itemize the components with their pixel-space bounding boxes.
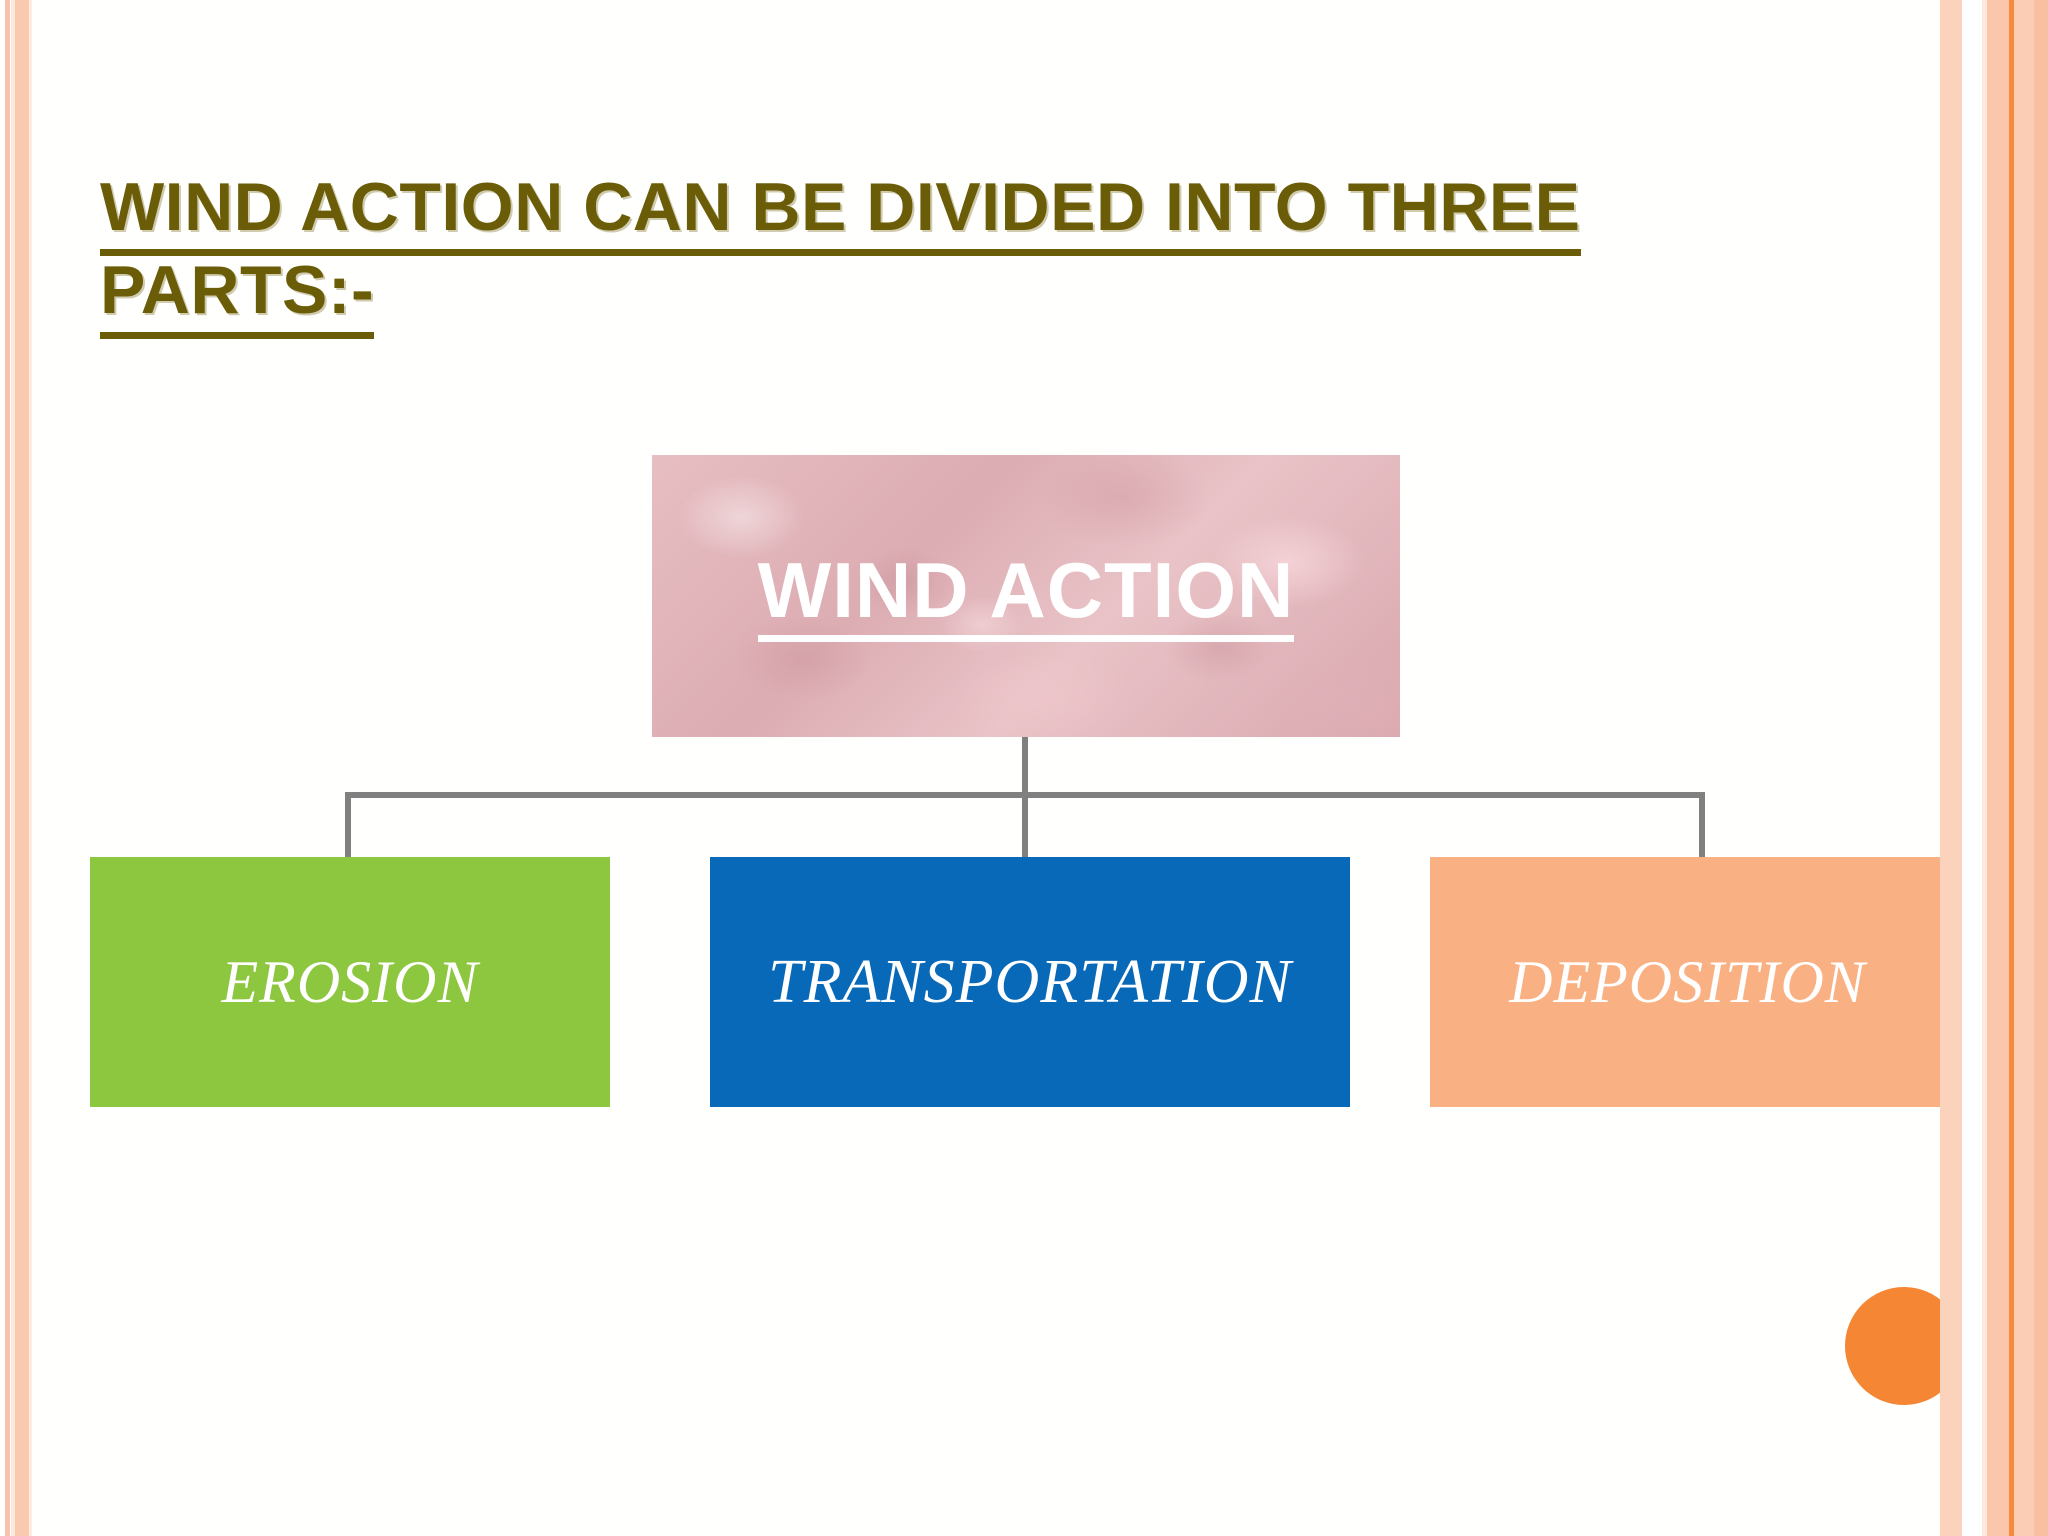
slide-title: WIND ACTION CAN BE DIVIDED INTO THREE PA… [100, 166, 1860, 339]
connector-drop-deposition [1699, 792, 1705, 858]
diagram-node-deposition-label: DEPOSITION [1509, 948, 1866, 1015]
diagram-node-transportation-label: TRANSPORTATION [768, 947, 1292, 1016]
right-border-decoration [1940, 0, 2048, 1536]
right-border-stripe-4 [1987, 0, 2009, 1536]
left-border-stripe-1 [5, 0, 10, 1536]
connector-drop-transportation [1022, 792, 1028, 858]
diagram-node-transportation[interactable]: TRANSPORTATION [710, 857, 1350, 1107]
diagram-node-deposition[interactable]: DEPOSITION [1430, 857, 1945, 1107]
right-border-stripe-2 [1962, 0, 1982, 1536]
right-border-stripe-6 [2014, 0, 2034, 1536]
diagram-node-root-label: WIND ACTION [757, 551, 1295, 642]
left-border-stripe-2 [11, 0, 15, 1536]
left-border-stripe-3 [15, 0, 29, 1536]
left-border-decoration [0, 0, 32, 1536]
slide-title-line-2: PARTS:- [100, 251, 375, 339]
right-border-stripe-5 [2009, 0, 2014, 1536]
right-border-stripe-1 [1940, 0, 1962, 1536]
slide-title-line-1: WIND ACTION CAN BE DIVIDED INTO THREE [100, 168, 1581, 256]
connector-drop-erosion [345, 792, 351, 858]
left-border-stripe-4 [29, 0, 32, 1536]
diagram-node-erosion-label: EROSION [221, 948, 479, 1015]
connector-root-stem [1022, 737, 1028, 795]
right-border-stripe-7 [2034, 0, 2048, 1536]
diagram-node-erosion[interactable]: EROSION [90, 857, 610, 1107]
right-border-stripe-3 [1982, 0, 1987, 1536]
diagram-node-root-wind-action[interactable]: WIND ACTION [652, 455, 1400, 737]
